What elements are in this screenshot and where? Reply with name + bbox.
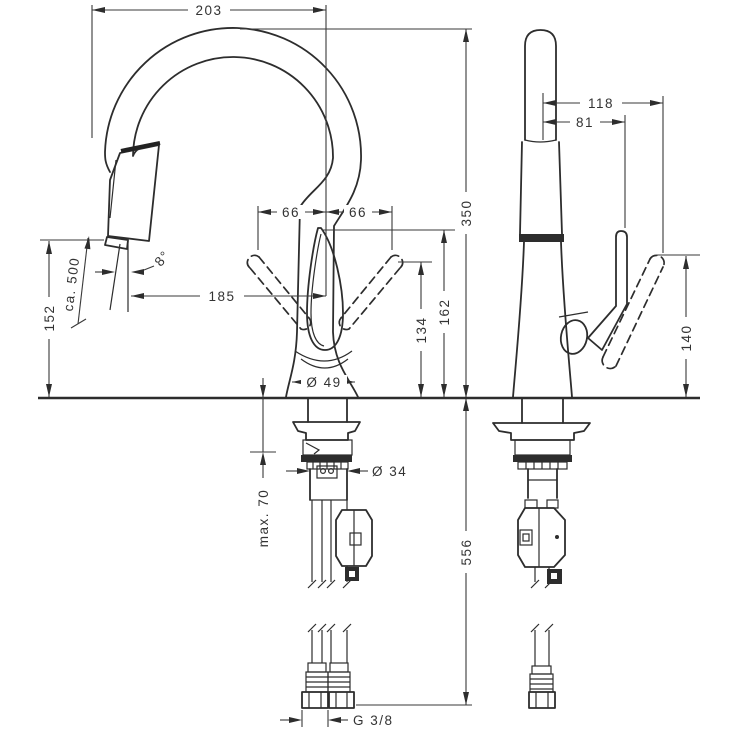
dim-label-556: 556 — [459, 538, 474, 565]
dim-label-66-left: 66 — [282, 205, 300, 220]
dim-handle-open-134: 134 — [398, 261, 432, 397]
hose-connectors — [301, 662, 355, 709]
dim-label-8deg: 8° — [152, 247, 174, 269]
spout-inner-curve — [132, 56, 334, 398]
spray-angle-lines — [109, 241, 129, 312]
dim-label-162: 162 — [437, 298, 452, 325]
valve-unit-front — [335, 509, 373, 581]
front-view-faucet — [104, 27, 404, 709]
handle-swivel-left-dashed — [246, 254, 312, 331]
dim-handle-reach-81: 81 — [543, 115, 626, 228]
front-undercounter — [292, 398, 373, 709]
dim-angle-8deg: 8° — [95, 247, 173, 275]
spray-nozzle — [104, 236, 129, 250]
aerator-band — [519, 234, 564, 242]
valve-unit-side — [517, 507, 566, 584]
o-ring-band — [301, 455, 352, 462]
dim-label-203: 203 — [195, 3, 222, 18]
spout-outer-curve — [104, 27, 362, 398]
dim-hose-ca500: ca. 500 — [61, 236, 91, 329]
dim-shank-dia-34: Ø 34 — [286, 464, 407, 479]
dim-label-66-right: 66 — [349, 205, 367, 220]
dim-body-dia-49: Ø 49 — [292, 375, 355, 390]
dim-label-dia34: Ø 34 — [372, 464, 407, 479]
dim-label-140: 140 — [679, 324, 694, 351]
dim-handle-reach-118: 118 — [542, 93, 664, 253]
dim-label-350: 350 — [459, 199, 474, 226]
dim-height-350-556: 350 556 — [240, 28, 474, 706]
dimensions: 203 350 556 — [40, 3, 700, 728]
side-undercounter — [492, 398, 591, 709]
dim-outlet-reach-185: 185 — [131, 289, 326, 304]
supply-hoses — [307, 500, 352, 663]
dim-label-max70: max. 70 — [256, 489, 271, 548]
thread-band-side — [517, 461, 568, 470]
spray-head — [104, 140, 161, 250]
dim-label-185: 185 — [208, 289, 235, 304]
dim-swing-66-66: 66 66 — [257, 205, 393, 250]
handle-front — [294, 227, 353, 369]
dim-label-dia49: Ø 49 — [306, 375, 341, 390]
dim-handle-162: 162 — [322, 229, 455, 397]
dim-outlet-height-152: 152 — [40, 239, 104, 397]
body-cone-side — [512, 241, 573, 398]
dim-max-deck-70: max. 70 — [250, 378, 276, 547]
dim-label-81: 81 — [576, 115, 594, 130]
handle-side-raised-dashed — [601, 254, 665, 370]
dim-reach-203: 203 — [91, 3, 327, 296]
hose-side — [528, 567, 556, 709]
dim-label-ca500: ca. 500 — [61, 256, 83, 312]
dim-label-g38: G 3/8 — [353, 713, 394, 728]
dim-label-118: 118 — [588, 96, 614, 111]
dim-handle-tip-140: 140 — [656, 254, 700, 397]
spray-wand-side — [519, 29, 564, 242]
side-view-faucet — [492, 29, 665, 709]
handle-swivel-right-dashed — [338, 254, 404, 331]
dim-label-134: 134 — [414, 316, 429, 343]
handle-side — [558, 230, 628, 355]
dim-thread-g38: G 3/8 — [280, 710, 394, 728]
dim-label-152: 152 — [42, 304, 57, 331]
